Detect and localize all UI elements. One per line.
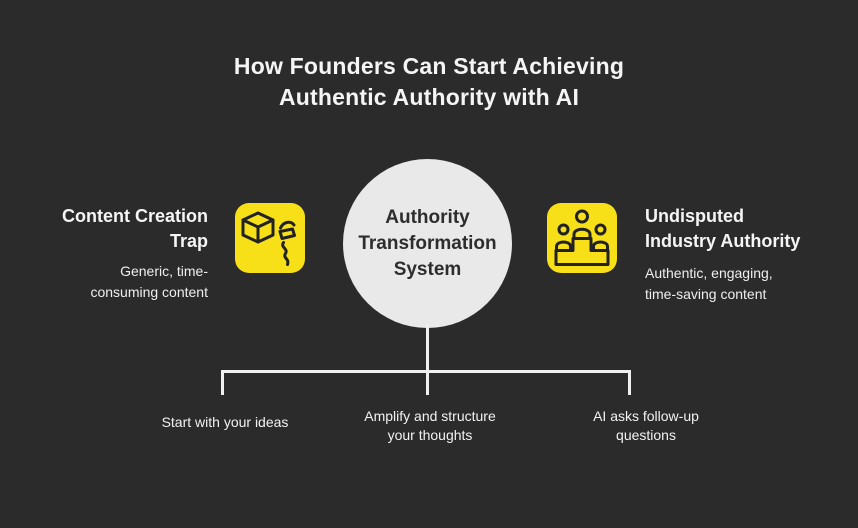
right-heading: Undisputed Industry Authority [645, 206, 801, 251]
podium-icon-box [547, 203, 617, 273]
left-subtext: Generic, time- consuming content [90, 263, 208, 300]
left-heading: Content Creation Trap [62, 206, 208, 251]
branch-label-start-with-ideas: Start with your ideas [161, 414, 289, 430]
connector-vertical-line [426, 324, 429, 395]
page-title: How Founders Can Start Achieving Authent… [233, 53, 625, 110]
podium-icon [554, 209, 610, 266]
branch-label-ai-questions: AI asks follow-up questions [593, 408, 699, 443]
cube-trap-icon [241, 211, 296, 266]
center-circle: Authority Transformation System [343, 159, 512, 328]
center-circle-label: Authority Transformation System [358, 206, 497, 280]
connector-horizontal-line [221, 370, 631, 373]
right-subtext: Authentic, engaging, time-saving content [645, 265, 773, 302]
connector-right-tick [628, 370, 631, 395]
branch-label-amplify-structure: Amplify and structure your thoughts [364, 408, 496, 443]
content-trap-icon-box [235, 203, 305, 273]
connector-left-tick [221, 370, 224, 395]
